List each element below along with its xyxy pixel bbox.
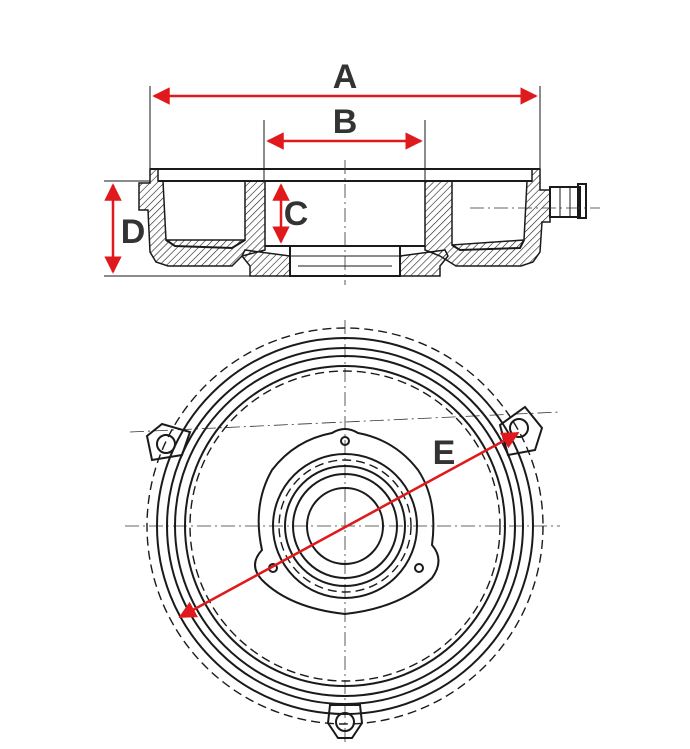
lug-left: [145, 422, 192, 462]
side-section-view: A B C D: [104, 58, 600, 285]
dimension-a-label: A: [333, 58, 358, 96]
dimension-e-label: E: [433, 434, 456, 472]
dimension-b-label: B: [333, 103, 358, 141]
dimension-e-line: [178, 431, 520, 619]
front-view: E: [125, 320, 561, 745]
dimension-d-label: D: [121, 213, 146, 251]
dimension-c-label: C: [284, 195, 309, 233]
lug-bottom: [326, 704, 364, 739]
